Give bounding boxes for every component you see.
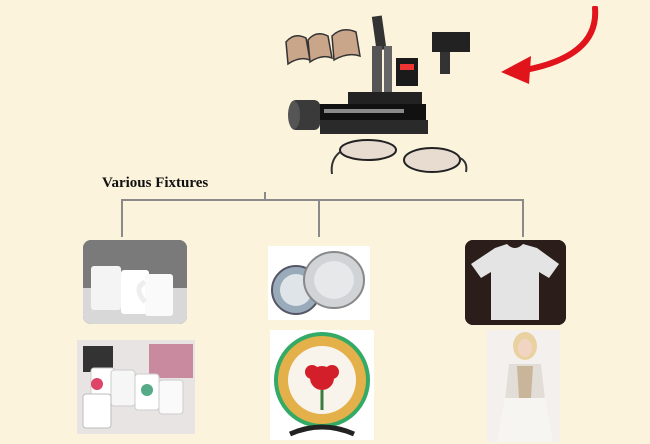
tree-connector-stem (264, 192, 266, 200)
mug-fixture-image (83, 240, 187, 324)
printed-plate-image (270, 330, 374, 440)
tree-connector-left (121, 199, 123, 237)
plate-fixture-image (268, 246, 370, 320)
diagram-title: Various Fixtures (102, 175, 209, 191)
tree-connector-right (522, 199, 524, 237)
tshirt-fixture-image (465, 240, 566, 325)
tree-connector-center (318, 199, 320, 237)
red-curved-arrow-icon (495, 6, 605, 86)
plate-heat-element-icon (330, 139, 468, 175)
heat-press-machine-icon (280, 12, 480, 182)
tree-connector-horizontal (121, 199, 524, 201)
mug-heat-element-icon (285, 29, 361, 66)
printed-shirt-model-image (487, 330, 560, 442)
printed-mugs-image (77, 340, 195, 434)
